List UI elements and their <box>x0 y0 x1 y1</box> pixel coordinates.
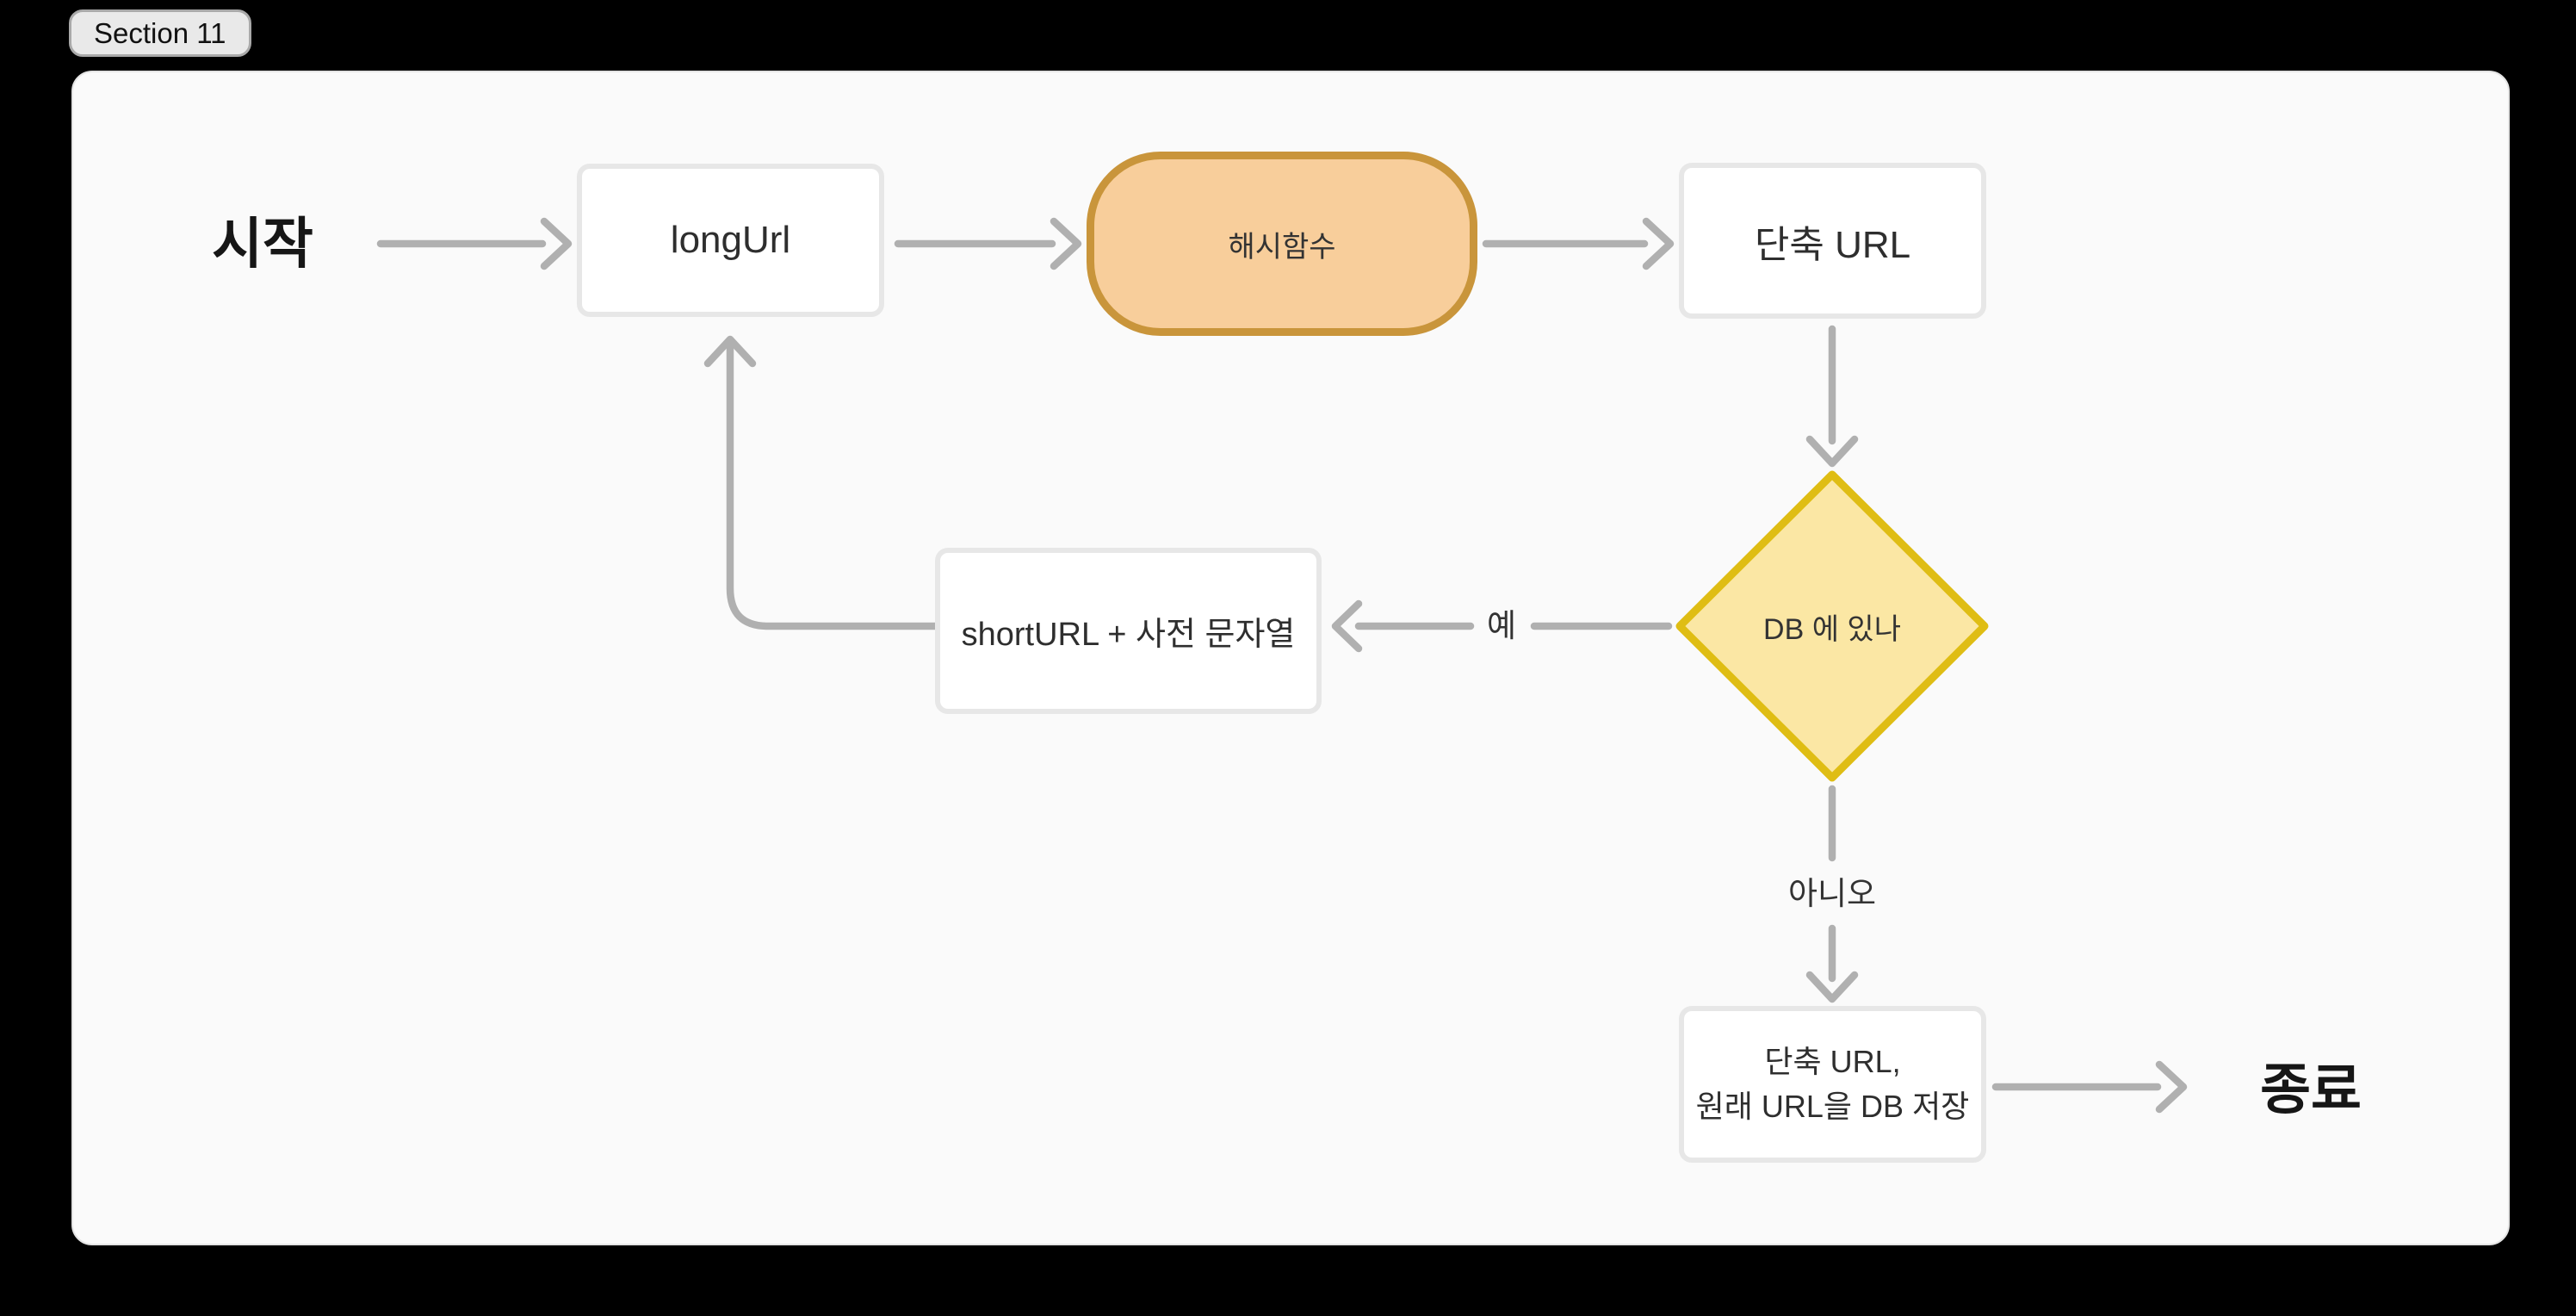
start-label[interactable]: 시작 <box>212 213 313 275</box>
dict-string-node[interactable]: shortURL + 사전 문자열 <box>935 548 1322 714</box>
hash-function-node-label: 해시함수 <box>1228 230 1336 264</box>
diamond-shape <box>1675 470 1989 782</box>
db-check-decision-label: DB 에 있나 <box>1763 612 1901 646</box>
save-db-node[interactable]: 단축 URL, 원래 URL을 DB 저장 <box>1679 1006 1986 1163</box>
edge-label-no[interactable]: 아니오 <box>1787 876 1877 911</box>
short-url-node[interactable]: 단축 URL <box>1679 163 1986 319</box>
longurl-node-label: longUrl <box>670 219 791 261</box>
end-label[interactable]: 종료 <box>2260 1058 2362 1120</box>
section-badge-label: Section 11 <box>94 16 226 49</box>
hash-function-node[interactable]: 해시함수 <box>1087 152 1477 336</box>
short-url-node-label: 단축 URL <box>1754 223 1911 266</box>
longurl-node[interactable]: longUrl <box>577 164 884 317</box>
db-check-decision-node[interactable]: DB 에 있나 <box>1672 467 1992 785</box>
save-db-node-line2: 원래 URL을 DB 저장 <box>1695 1089 1970 1124</box>
section-badge[interactable]: Section 11 <box>69 9 251 57</box>
edge-label-yes[interactable]: 예 <box>1486 608 1517 643</box>
dict-string-node-label: shortURL + 사전 문자열 <box>961 617 1296 653</box>
save-db-node-line1: 단축 URL, <box>1764 1044 1901 1079</box>
